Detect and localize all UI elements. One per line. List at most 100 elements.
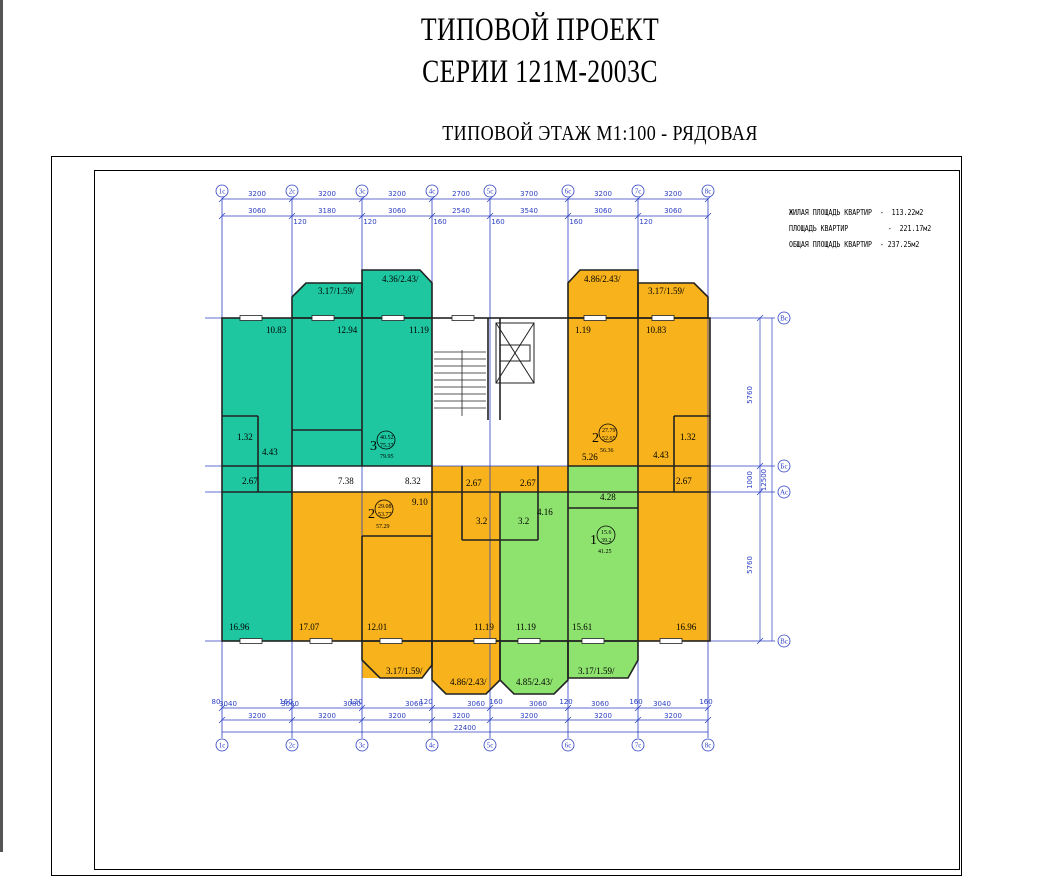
dimension-label: 160 [489,698,502,706]
dimension-label: 3200 [318,712,336,720]
dimension-label: 3060 [388,207,406,215]
svg-text:2: 2 [368,507,375,522]
dimension-label: 3060 [405,700,423,708]
apartment-2r-marker: 2 27.79 52.65 56.36 [592,423,618,454]
balcony-label: 4.36/2.43/ [382,274,419,284]
balcony-fill-4 [638,283,708,318]
area-label: 8.32 [405,476,421,486]
area-label: 12.94 [337,325,358,335]
axis-bubble-label: Ас [780,489,788,497]
dimension-label: 120 [639,218,652,226]
axis-bubble: 8с [701,738,715,752]
axis-bubble-label: 6с [565,742,572,750]
area-label: 2.67 [520,478,536,488]
axis-bubble-label: 2с [289,742,296,750]
area-label: 7.38 [338,476,354,486]
balcony-label: 4.86/2.43/ [450,677,487,687]
area-label: 1.32 [237,432,253,442]
axis-bubble: 6с [561,184,575,198]
dimension-label: 3060 [281,700,299,708]
balcony-label: 4.86/2.43/ [584,274,621,284]
axis-bubble: Бс [777,459,791,473]
dimension-label: 3200 [248,712,266,720]
balcony-label: 3.17/1.59/ [386,666,423,676]
svg-text:39.2: 39.2 [601,538,612,544]
axis-bubble-label: 4с [429,188,436,196]
balcony-fill-2 [362,270,432,318]
floor-plan: 10.83 12.94 11.19 1.19 10.83 1.32 4.43 2… [205,184,791,752]
dimension-label: 2700 [452,190,470,198]
axis-bubble-label: Бс [780,463,787,471]
dimension-label: 3080 [343,700,361,708]
svg-text:57.29: 57.29 [376,524,390,530]
dimension-label: 120 [349,698,362,706]
axis-bubble-label: 2с [289,188,296,196]
axis-bubble-label: 5с [487,188,494,196]
area-label: 4.43 [653,450,669,460]
balcony-label: 3.17/1.59/ [648,286,685,296]
axis-bubble-label: Вс [780,638,788,646]
window-mark [581,638,605,644]
axis-bubble: Вс [777,311,791,325]
axis-bubble: 8с [701,184,715,198]
svg-text:56.36: 56.36 [600,448,614,454]
axis-bubble-label: 7с [635,742,642,750]
window-mark [379,638,403,644]
axis-bubble: 2с [285,738,299,752]
bedroom-fill-right [638,492,710,641]
elevator [495,322,535,384]
svg-text:15.6: 15.6 [601,530,612,536]
dimension-label: 3060 [594,207,612,215]
axis-bubble: 5с [483,738,497,752]
svg-text:79.95: 79.95 [380,454,394,460]
svg-text:27.79: 27.79 [602,428,616,434]
area-label: 2.67 [676,476,692,486]
window-mark [239,638,263,644]
area-label: 11.19 [409,325,429,335]
axis-bubble-label: 4с [429,742,436,750]
axis-bubble: 7с [631,184,645,198]
dimension-label: 3040 [219,700,237,708]
axis-bubble: 5с [483,184,497,198]
dimension-label: 5760 [746,386,754,404]
area-label: 10.83 [266,325,287,335]
svg-text:29.08: 29.08 [378,504,392,510]
axis-bubble: 7с [631,738,645,752]
svg-text:2: 2 [592,431,599,446]
area-label: 10.83 [646,325,667,335]
axis-bubble: 2с [285,184,299,198]
axis-bubble: 6с [561,738,575,752]
dimension-label: 3200 [388,190,406,198]
balcony-fill-5 [362,641,432,678]
dimension-label: 120 [363,218,376,226]
apartment-3-bedroom-fill [222,466,292,641]
axis-bubble: 3с [355,738,369,752]
dimension-label: 3200 [594,190,612,198]
balcony-fill-3 [568,270,638,318]
window-mark [473,638,497,644]
dimension-label: 3200 [664,712,682,720]
window-mark [517,638,541,644]
dimension-label: 120 [419,698,432,706]
dimension-label: 3180 [318,207,336,215]
area-label: 15.61 [572,622,592,632]
area-label: 11.19 [516,622,536,632]
area-label: 4.16 [537,507,553,517]
dimension-label: 160 [699,698,712,706]
axis-bubble-label: Вс [780,315,788,323]
dimension-label: 3200 [452,712,470,720]
dimension-label: 3040 [653,700,671,708]
area-label: 5.26 [582,452,598,462]
drawing-subtitle: ТИПОВОЙ ЭТАЖ М1:100 - РЯДОВАЯ [442,121,758,145]
dimension-label: 3200 [388,712,406,720]
axis-bubble-label: 3с [359,188,366,196]
axis-bubble-label: 8с [705,188,712,196]
legend-total-area: ОБЩАЯ ПЛОЩАДЬ КВАРТИР - 237.25м2 [789,240,920,249]
window-mark [651,315,675,321]
dimension-label: 5760 [746,556,754,574]
dimension-label: 160 [279,698,292,706]
axis-bubble-label: 7с [635,188,642,196]
staircase [434,350,486,416]
window-mark [309,638,333,644]
balcony-label: 4.85/2.43/ [516,677,553,687]
